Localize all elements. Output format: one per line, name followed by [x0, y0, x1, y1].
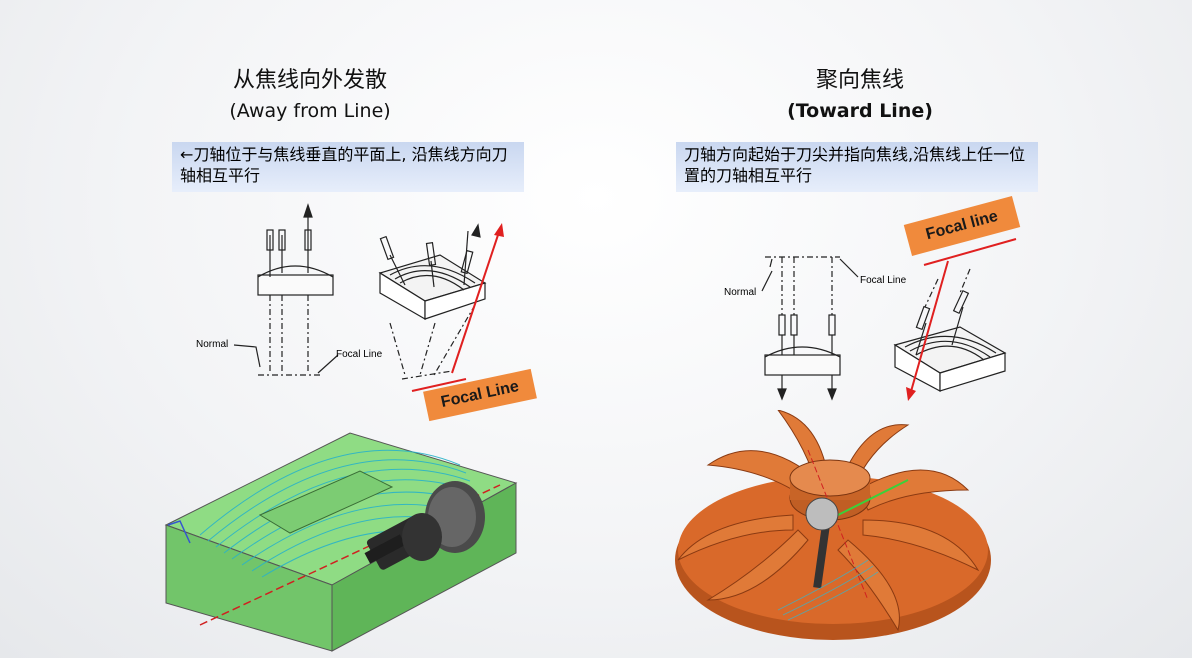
right-title-en: (Toward Line)	[787, 100, 933, 122]
left-title-en: (Away from Line)	[229, 100, 391, 122]
right-description: 刀轴方向起始于刀尖并指向焦线,沿焦线上任一位置的刀轴相互平行	[676, 142, 1038, 192]
left-focal-underline	[411, 378, 467, 392]
left-description: ←刀轴位于与焦线垂直的平面上, 沿焦线方向刀轴相互平行	[172, 142, 524, 192]
left-focal-arrowhead	[494, 223, 504, 237]
left-title-block: 从焦线向外发散 (Away from Line)	[160, 62, 460, 122]
right-focal-arrowhead	[906, 387, 916, 401]
right-title-block: 聚向焦线 (Toward Line)	[710, 62, 1010, 122]
left-render	[164, 432, 518, 652]
left-label-focal-line-small: Focal Line	[336, 349, 383, 360]
left-focal-line-arrow	[451, 228, 501, 374]
right-focal-underline	[923, 238, 1017, 266]
right-label-focal-line-small: Focal Line	[860, 275, 907, 286]
impeller-toolpaths	[777, 559, 879, 621]
impeller-cutter	[805, 497, 839, 589]
left-diagram: Normal Focal Line	[196, 203, 504, 392]
right-title-zh: 聚向焦线	[815, 68, 904, 93]
left-title-zh: 从焦线向外发散	[232, 68, 387, 93]
left-render-focal-axis	[199, 484, 501, 626]
right-label-normal: Normal	[724, 287, 756, 298]
left-perspective-block	[378, 223, 487, 380]
right-perspective-block	[893, 268, 1007, 392]
impeller-focal-line	[827, 479, 909, 521]
left-flat-block	[233, 203, 339, 376]
cutter-tool	[364, 481, 485, 570]
right-flat-block	[761, 256, 859, 401]
left-label-normal: Normal	[196, 339, 228, 350]
right-diagram: Normal Focal Line	[724, 238, 1017, 401]
right-focal-line-arrow	[909, 260, 949, 396]
right-render	[675, 410, 991, 640]
